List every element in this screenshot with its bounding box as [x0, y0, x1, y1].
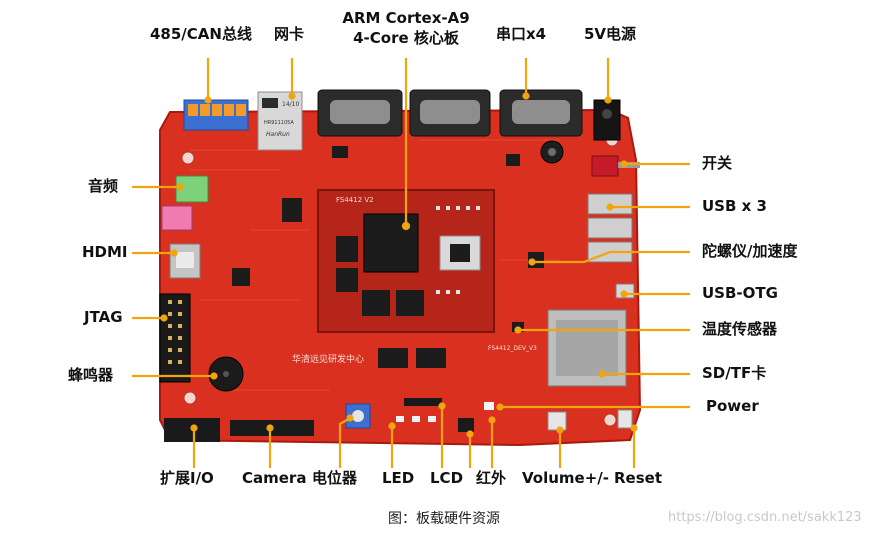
svg-text:HanRun: HanRun	[266, 131, 290, 138]
label-gyro-accel: 陀螺仪/加速度	[702, 242, 798, 260]
svg-text:FS4412 V2: FS4412 V2	[336, 196, 374, 204]
label-led: LED	[382, 469, 415, 487]
svg-text:14/10: 14/10	[282, 101, 299, 108]
blog-watermark: https://blog.csdn.net/sakk123	[668, 510, 862, 525]
label-camera: Camera	[242, 469, 307, 487]
label-infrared: 红外	[476, 469, 507, 487]
figure-caption: 图：板载硬件资源	[388, 511, 500, 527]
label-usb-x3: USB x 3	[702, 197, 767, 215]
ir-receiver	[458, 418, 474, 432]
svg-text:华清远见研发中心: 华清远见研发中心	[292, 353, 364, 365]
peripheral-chips	[232, 146, 520, 368]
reset-button	[617, 409, 633, 429]
led-components	[396, 416, 436, 422]
label-core-line1: ARM Cortex-A9	[342, 9, 470, 27]
label-485-can-bus: 485/CAN总线	[150, 25, 252, 43]
label-power: Power	[706, 397, 759, 415]
ethernet-jack: 14/10 HR911105A HanRun	[257, 91, 303, 151]
potentiometer-component	[345, 403, 371, 429]
label-network-card: 网卡	[274, 25, 305, 43]
label-reset: Reset	[614, 469, 662, 487]
label-core-line2: 4-Core 核心板	[353, 29, 459, 48]
label-jtag: JTAG	[84, 308, 123, 326]
volume-buttons	[547, 411, 567, 431]
svg-text:HR911105A: HR911105A	[264, 120, 294, 126]
label-lcd: LCD	[430, 469, 464, 487]
can-terminal-block	[183, 99, 249, 131]
buzzer-component	[208, 356, 244, 392]
label-serial-ports: 串口x4	[496, 25, 547, 43]
label-expansion-io: 扩展I/O	[160, 469, 214, 487]
lcd-connector	[404, 398, 442, 406]
label-sd-tf-card: SD/TF卡	[702, 364, 767, 382]
power-led	[484, 402, 494, 410]
serial-ports	[317, 89, 583, 137]
hdmi-connector	[169, 243, 201, 279]
label-buzzer: 蜂鸣器	[68, 366, 114, 384]
audio-jacks	[161, 175, 209, 231]
label-temp-sensor: 温度传感器	[702, 320, 778, 338]
label-core-board: ARM Cortex-A9 4-Core 核心板	[342, 8, 470, 49]
leader-lines	[132, 58, 690, 468]
label-5v-power: 5V电源	[584, 25, 637, 43]
jtag-header	[159, 293, 191, 383]
label-volume: Volume+/-	[522, 469, 609, 487]
label-potentiometer: 电位器	[312, 469, 358, 487]
electrolytic-capacitor	[540, 140, 564, 164]
svg-text:FS4412_DEV_V3: FS4412_DEV_V3	[488, 345, 537, 352]
label-usb-otg: USB-OTG	[702, 284, 778, 302]
label-hdmi: HDMI	[82, 243, 128, 261]
label-audio: 音频	[88, 177, 119, 195]
label-switch: 开关	[702, 154, 733, 172]
dc-power-jack	[593, 99, 621, 141]
